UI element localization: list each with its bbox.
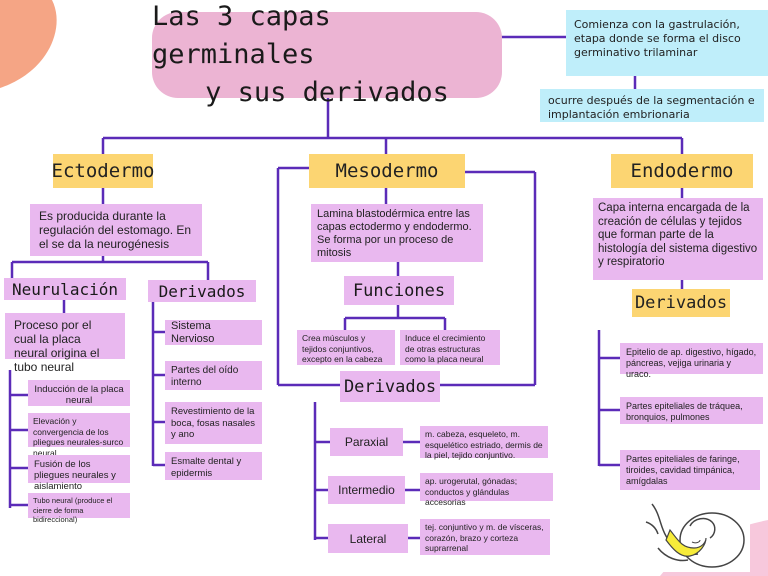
meso-derivados-heading: Derivados bbox=[340, 371, 440, 402]
mesodermo-heading: Mesodermo bbox=[309, 154, 465, 188]
corner-blob-decoration bbox=[0, 0, 57, 88]
timing-note: ocurre después de la segmentación e impl… bbox=[540, 89, 764, 122]
funcion-2: Induce el crecimiento de otras estructur… bbox=[400, 330, 500, 365]
neurulacion-step-3: Fusión de los pliegues neurales y aislam… bbox=[28, 455, 130, 492]
neurulacion-step-1: Inducción de la placa neural bbox=[28, 380, 130, 406]
ectodermo-description: Es producida durante la regulación del e… bbox=[30, 204, 202, 256]
mesodermo-description: Lamina blastodérmica entre las capas ect… bbox=[311, 204, 483, 262]
lateral-label: Lateral bbox=[328, 524, 408, 553]
embryo-illustration bbox=[632, 496, 750, 572]
ecto-derivados-heading: Derivados bbox=[148, 280, 256, 302]
neurulacion-step-2: Elevación y convergencia de los pliegues… bbox=[28, 413, 130, 458]
ecto-derivado-1: Sistema Nervioso bbox=[165, 320, 262, 345]
endo-derivados-heading: Derivados bbox=[632, 289, 730, 317]
ecto-derivado-2: Partes del oído interno bbox=[165, 361, 262, 390]
ectodermo-heading: Ectodermo bbox=[52, 154, 154, 188]
lateral-detail: tej. conjuntivo y m. de vísceras, corazó… bbox=[420, 519, 550, 555]
neurulacion-step-4: Tubo neural (produce el cierre de forma … bbox=[28, 493, 130, 524]
title-line-2: y sus derivados bbox=[205, 77, 449, 108]
endodermo-heading: Endodermo bbox=[611, 154, 753, 188]
paraxial-detail: m. cabeza, esqueleto, m. esquelético est… bbox=[420, 426, 548, 460]
paraxial-label: Paraxial bbox=[330, 428, 403, 456]
neurulacion-description: Proceso por el cual la placa neural orig… bbox=[5, 313, 125, 374]
endo-derivado-3: Partes epiteliales de faringe, tiroides,… bbox=[620, 450, 760, 490]
intermedio-label: Intermedio bbox=[328, 476, 405, 504]
ecto-derivado-3: Revestimiento de la boca, fosas nasales … bbox=[165, 402, 262, 444]
endo-derivado-1: Epitelio de ap. digestivo, hígado, páncr… bbox=[620, 343, 763, 379]
intermedio-detail: ap. urogerutal, gónadas; conductos y glá… bbox=[420, 473, 553, 507]
gastrulation-note: Comienza con la gastrulación, etapa dond… bbox=[566, 10, 768, 76]
title-line-1: Las 3 capas germinales bbox=[152, 1, 331, 70]
endodermo-description: Capa interna encargada de la creación de… bbox=[593, 198, 763, 280]
endo-derivado-2: Partes epiteliales de tráquea, bronquios… bbox=[620, 397, 763, 424]
funciones-heading: Funciones bbox=[344, 276, 454, 305]
ecto-derivado-4: Esmalte dental y epidermis bbox=[165, 452, 262, 480]
neurulacion-heading: Neurulación bbox=[4, 278, 126, 300]
page-title: Las 3 capas germinales y sus derivados bbox=[152, 1, 502, 108]
funcion-1: Crea músculos y tejidos conjuntivos, exc… bbox=[297, 330, 395, 365]
